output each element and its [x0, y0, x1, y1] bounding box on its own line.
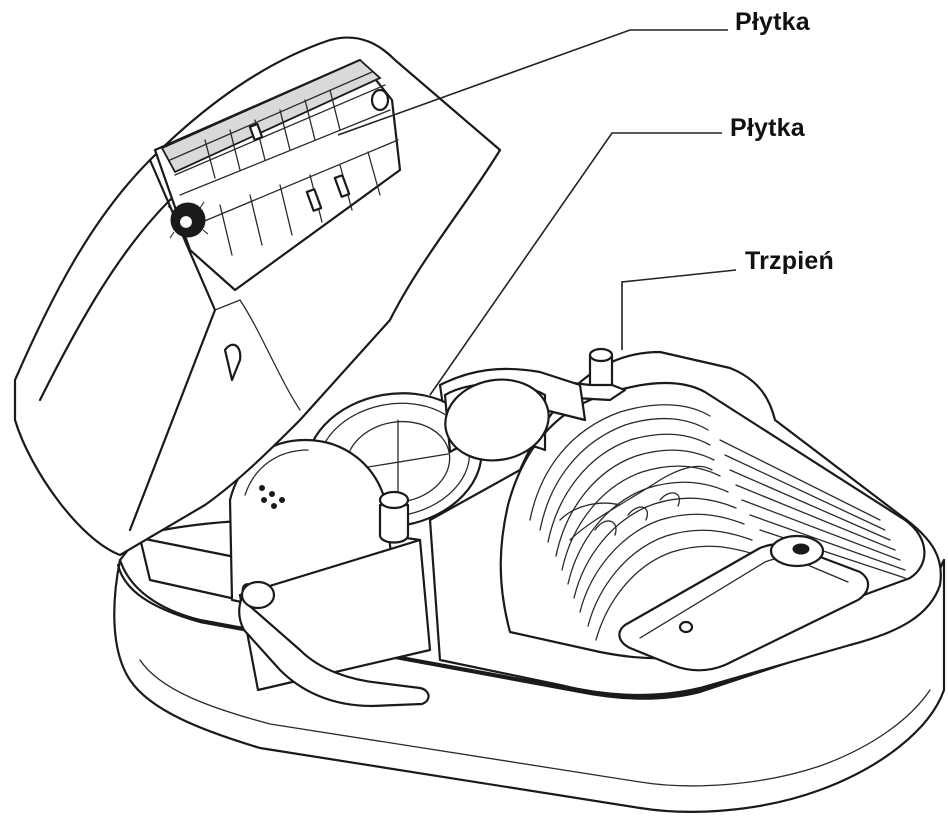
leader-2	[429, 132, 722, 396]
plate-holes	[259, 485, 285, 509]
leader-3	[621, 269, 737, 350]
platen-roller	[153, 58, 402, 292]
control-housing	[428, 350, 942, 697]
ribbed-grip	[529, 404, 906, 641]
callout-label-platen-roll: Płytka	[730, 114, 805, 142]
callout-label-platen-top: Płytka	[735, 8, 810, 36]
callout-leaders	[337, 29, 737, 396]
leader-1	[337, 29, 728, 136]
brand-logo	[559, 465, 713, 541]
roller-ribs	[204, 89, 381, 256]
callout-label-spindle: Trzpień	[745, 247, 834, 275]
gear-icon	[167, 201, 209, 239]
button-panel	[618, 534, 870, 672]
front-plate	[238, 538, 432, 708]
